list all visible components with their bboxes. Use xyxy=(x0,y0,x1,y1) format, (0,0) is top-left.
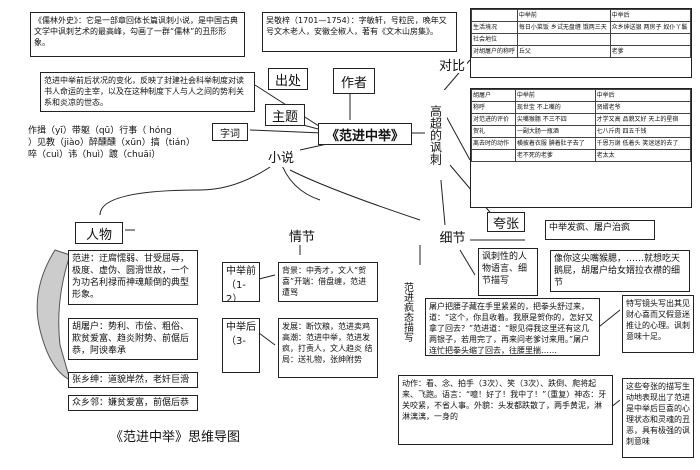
compare-table-bottom: 胡屠户中举前中举后 称呼现世宝 不上嘴的贤婿老爷 对范进的评价尖嘴猴腮 不三不四… xyxy=(470,88,692,208)
duibi-node: 对比 xyxy=(437,55,467,74)
kuazhang-comment: 这些夸张的描写生动地表现出了范进是中举后巨喜的心理状态和灵魂的丑恶，具有极强的讽… xyxy=(622,378,694,458)
renwu-node: 人物 xyxy=(75,222,123,244)
zhuo-detail: 特写镜头写出其见财心喜而又假意迷推让的心理。讽刺意味十足。 xyxy=(622,295,694,353)
feng-detail2: 动作：看、念、拍手（3次）、笑（3次）、跌倒、爬将起来、飞跑。语言：“噫！好了！… xyxy=(398,375,613,445)
chuchu-node: 出处 xyxy=(268,68,308,90)
feng-detail1: 屠户把腰子藏在手里紧紧的，把拳头舒过来，道：“这个，你且收着。我原是贺你的，怎好… xyxy=(425,298,600,356)
zuozhe-node: 作者 xyxy=(333,68,375,94)
renwu-hu: 胡屠户：势利、市侩、粗俗、欺贫爱富、趋炎附势、前倨后恭，阿谀奉承 xyxy=(68,318,198,360)
xiaoshuo-node: 小说 xyxy=(262,145,300,167)
theme-box: 范进中举前后状况的变化，反映了封建社会科举制度对读书人命运的主宰，以及在这种制度… xyxy=(40,72,255,112)
feng-label: 范进疯态描写 xyxy=(398,262,416,362)
hou-detail: 发展：断饮粮，范进卖鸡 高潮：范进中举，范进发疯，打责人，文人趋炎 结局：送礼物… xyxy=(278,318,378,378)
author-box: 吴敬梓（1701—1754）：字敏轩，号粒民，晚年又号文木老人，安徽全椒人，著有… xyxy=(262,12,457,52)
qian-detail: 背景：中秀才，文人“贺喜”开端：借盘缠，范进遭骂 xyxy=(278,262,378,302)
zhongju-hou: 中举后（3- xyxy=(222,318,260,373)
rulin-box: 《儒林外史》：它是一部章回体长篇讽刺小说，是中国古典文学中讽刺艺术的最高峰，勾画… xyxy=(30,12,245,57)
zhongju-qian: 中举前（1-2） xyxy=(222,262,260,302)
kuazhang-detail: 中举发疯、屠户治疯 xyxy=(545,220,655,240)
renwu-fan: 范进：迂腐懦弱、甘受屈辱，极度、虚伪、圆滑世故，一个为功名利禄而神魂颠倒的典型形… xyxy=(68,250,198,305)
compare-table-top: 中举前中举后 生活境况每日小菜饭 乡试无盘缠 饿两三天众乡绅送银 两房子 奴仆丫… xyxy=(470,8,692,78)
map-title: 《范进中举》思维导图 xyxy=(110,430,241,445)
qingjie-node: 情节 xyxy=(282,225,322,245)
gaochao-node: 高超的讽刺 xyxy=(425,90,447,180)
zhuti-node: 主题 xyxy=(265,104,305,126)
xijie-detail: 像你这尖嘴猴腮，……就想吃天鹅屁，胡屠户给女婿拉衣襟的细节 xyxy=(550,250,690,292)
renwu-zhong: 众乡邻：嫌贫爱富，前倨后恭 xyxy=(68,395,198,411)
xijie-node: 细节 xyxy=(435,225,470,247)
kuazhang-node: 夸张 xyxy=(487,212,525,232)
renwu-zhang: 张乡绅：道貌岸然，老奸巨滑 xyxy=(68,372,198,388)
fengci-label: 讽刺性的人物语言、细节描写 xyxy=(478,248,538,296)
center-node: 《范进中举》 xyxy=(318,123,412,145)
zici-text: 作揖（yī）带躯（qū）行事（ hóng）见教（jiào）醉醺醺（xūn）搞（t… xyxy=(28,126,196,160)
zici-node: 字词 xyxy=(212,123,248,141)
